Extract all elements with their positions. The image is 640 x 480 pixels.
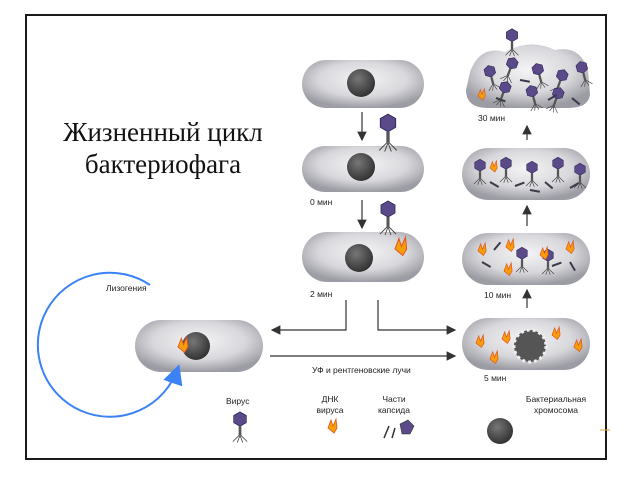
legend-dna-icon: [327, 417, 338, 434]
viral-dna-icon: [177, 335, 189, 354]
cell-20min: [462, 148, 590, 200]
phage-icon: [525, 85, 543, 112]
legend-capsid-icon: [383, 419, 415, 439]
diagram-title-line1: Жизненный цикл: [63, 117, 263, 147]
legend-chromosome-label-1: Бактериальная: [525, 394, 587, 404]
phage-icon: [525, 160, 539, 187]
arrow-to-lysogeny: [270, 300, 347, 335]
viral-dna-icon: [477, 87, 486, 101]
viral-dna-icon: [551, 325, 561, 341]
viral-dna-icon: [505, 237, 515, 253]
bacterial-chromosome: [182, 332, 210, 360]
phage-icon: [515, 246, 529, 273]
legend-dna-label-2: вируса: [316, 405, 344, 415]
capsid-part-icon: [489, 181, 500, 188]
legend-icons: [232, 411, 610, 444]
cell-0min: [302, 146, 424, 192]
label-lysogeny: Лизогения: [106, 283, 147, 293]
phage-icon: [550, 69, 569, 96]
cell-lysogenic: [135, 320, 263, 372]
phage-icon: [379, 200, 397, 236]
viral-dna-icon: [489, 349, 499, 365]
phage-icon: [473, 158, 487, 185]
phage-icon: [499, 156, 513, 183]
phage-icon: [500, 57, 519, 84]
phage-icon: [232, 411, 248, 443]
viral-dna-fragments: [177, 87, 583, 365]
capsid-part-icon: [529, 189, 541, 193]
legend-capsid-label-2: капсида: [378, 405, 410, 415]
capsid-part-icon: [493, 241, 502, 251]
bacterial-chromosome: [347, 69, 375, 97]
phage-icon: [483, 65, 501, 92]
viral-dna-icon: [489, 159, 498, 173]
capsid-part-icon: [569, 261, 576, 272]
legend-capsid-label-1: Части: [382, 394, 406, 404]
label-10min: 10 мин: [484, 290, 512, 300]
flow-arrows: [36, 112, 532, 418]
capsid-part-icon: [544, 181, 554, 190]
legend-dna-label-1: ДНК: [321, 394, 339, 404]
capsid-part-icon: [551, 261, 562, 267]
label-uv-rays: УФ и рентгеновские лучи: [312, 365, 411, 375]
cell-30min-lysis: [466, 44, 590, 108]
viral-dna-icon: [475, 333, 485, 349]
phage-icon: [493, 81, 512, 108]
viral-dna-icon: [539, 245, 549, 261]
cell-10min: [462, 233, 590, 285]
capsid-part-icon: [569, 182, 580, 189]
viral-dna-icon: [501, 329, 511, 345]
bacterial-chromosome: [345, 244, 373, 272]
capsid-part-icon: [519, 79, 531, 83]
legend-virus-label: Вирус: [226, 396, 250, 406]
cell-2min: [302, 232, 424, 282]
viral-dna-icon: [394, 235, 408, 257]
capsid-part-icon: [547, 94, 558, 101]
arrow-to-lytic: [377, 300, 457, 335]
capsid-part-icon: [571, 97, 581, 106]
label-30min: 30 мин: [478, 113, 506, 123]
phage-icon: [378, 113, 398, 152]
phage-icon: [575, 61, 593, 88]
phage-icon: [551, 156, 565, 183]
capsid-parts: [481, 79, 581, 272]
bacterial-chromosome: [347, 153, 375, 181]
phage-icon: [505, 28, 519, 57]
diagram-title-line2: бактериофага: [84, 149, 242, 179]
legend-chromosome-label-2: хромосома: [534, 405, 578, 415]
phage-icon: [573, 162, 587, 189]
legend-virus-icon: [232, 411, 248, 443]
capsid-part-icon: [495, 97, 506, 103]
capsid-part-icon: [481, 261, 492, 268]
label-2min: 2 мин: [310, 289, 333, 299]
legend-chromosome-icon: [487, 418, 513, 444]
viral-dna-icon: [503, 261, 513, 277]
viral-dna-icon: [477, 241, 487, 257]
degraded-chromosome: [512, 328, 548, 364]
label-0min: 0 мин: [310, 197, 333, 207]
viral-dna-icon: [573, 337, 583, 353]
lysogeny-cycle-arrow: [36, 271, 183, 418]
capsid-part-icon: [514, 181, 525, 187]
cell-initial: [302, 60, 424, 108]
label-5min: 5 мин: [484, 373, 507, 383]
phage-icon: [531, 63, 549, 90]
viral-dna-icon: [565, 239, 575, 255]
